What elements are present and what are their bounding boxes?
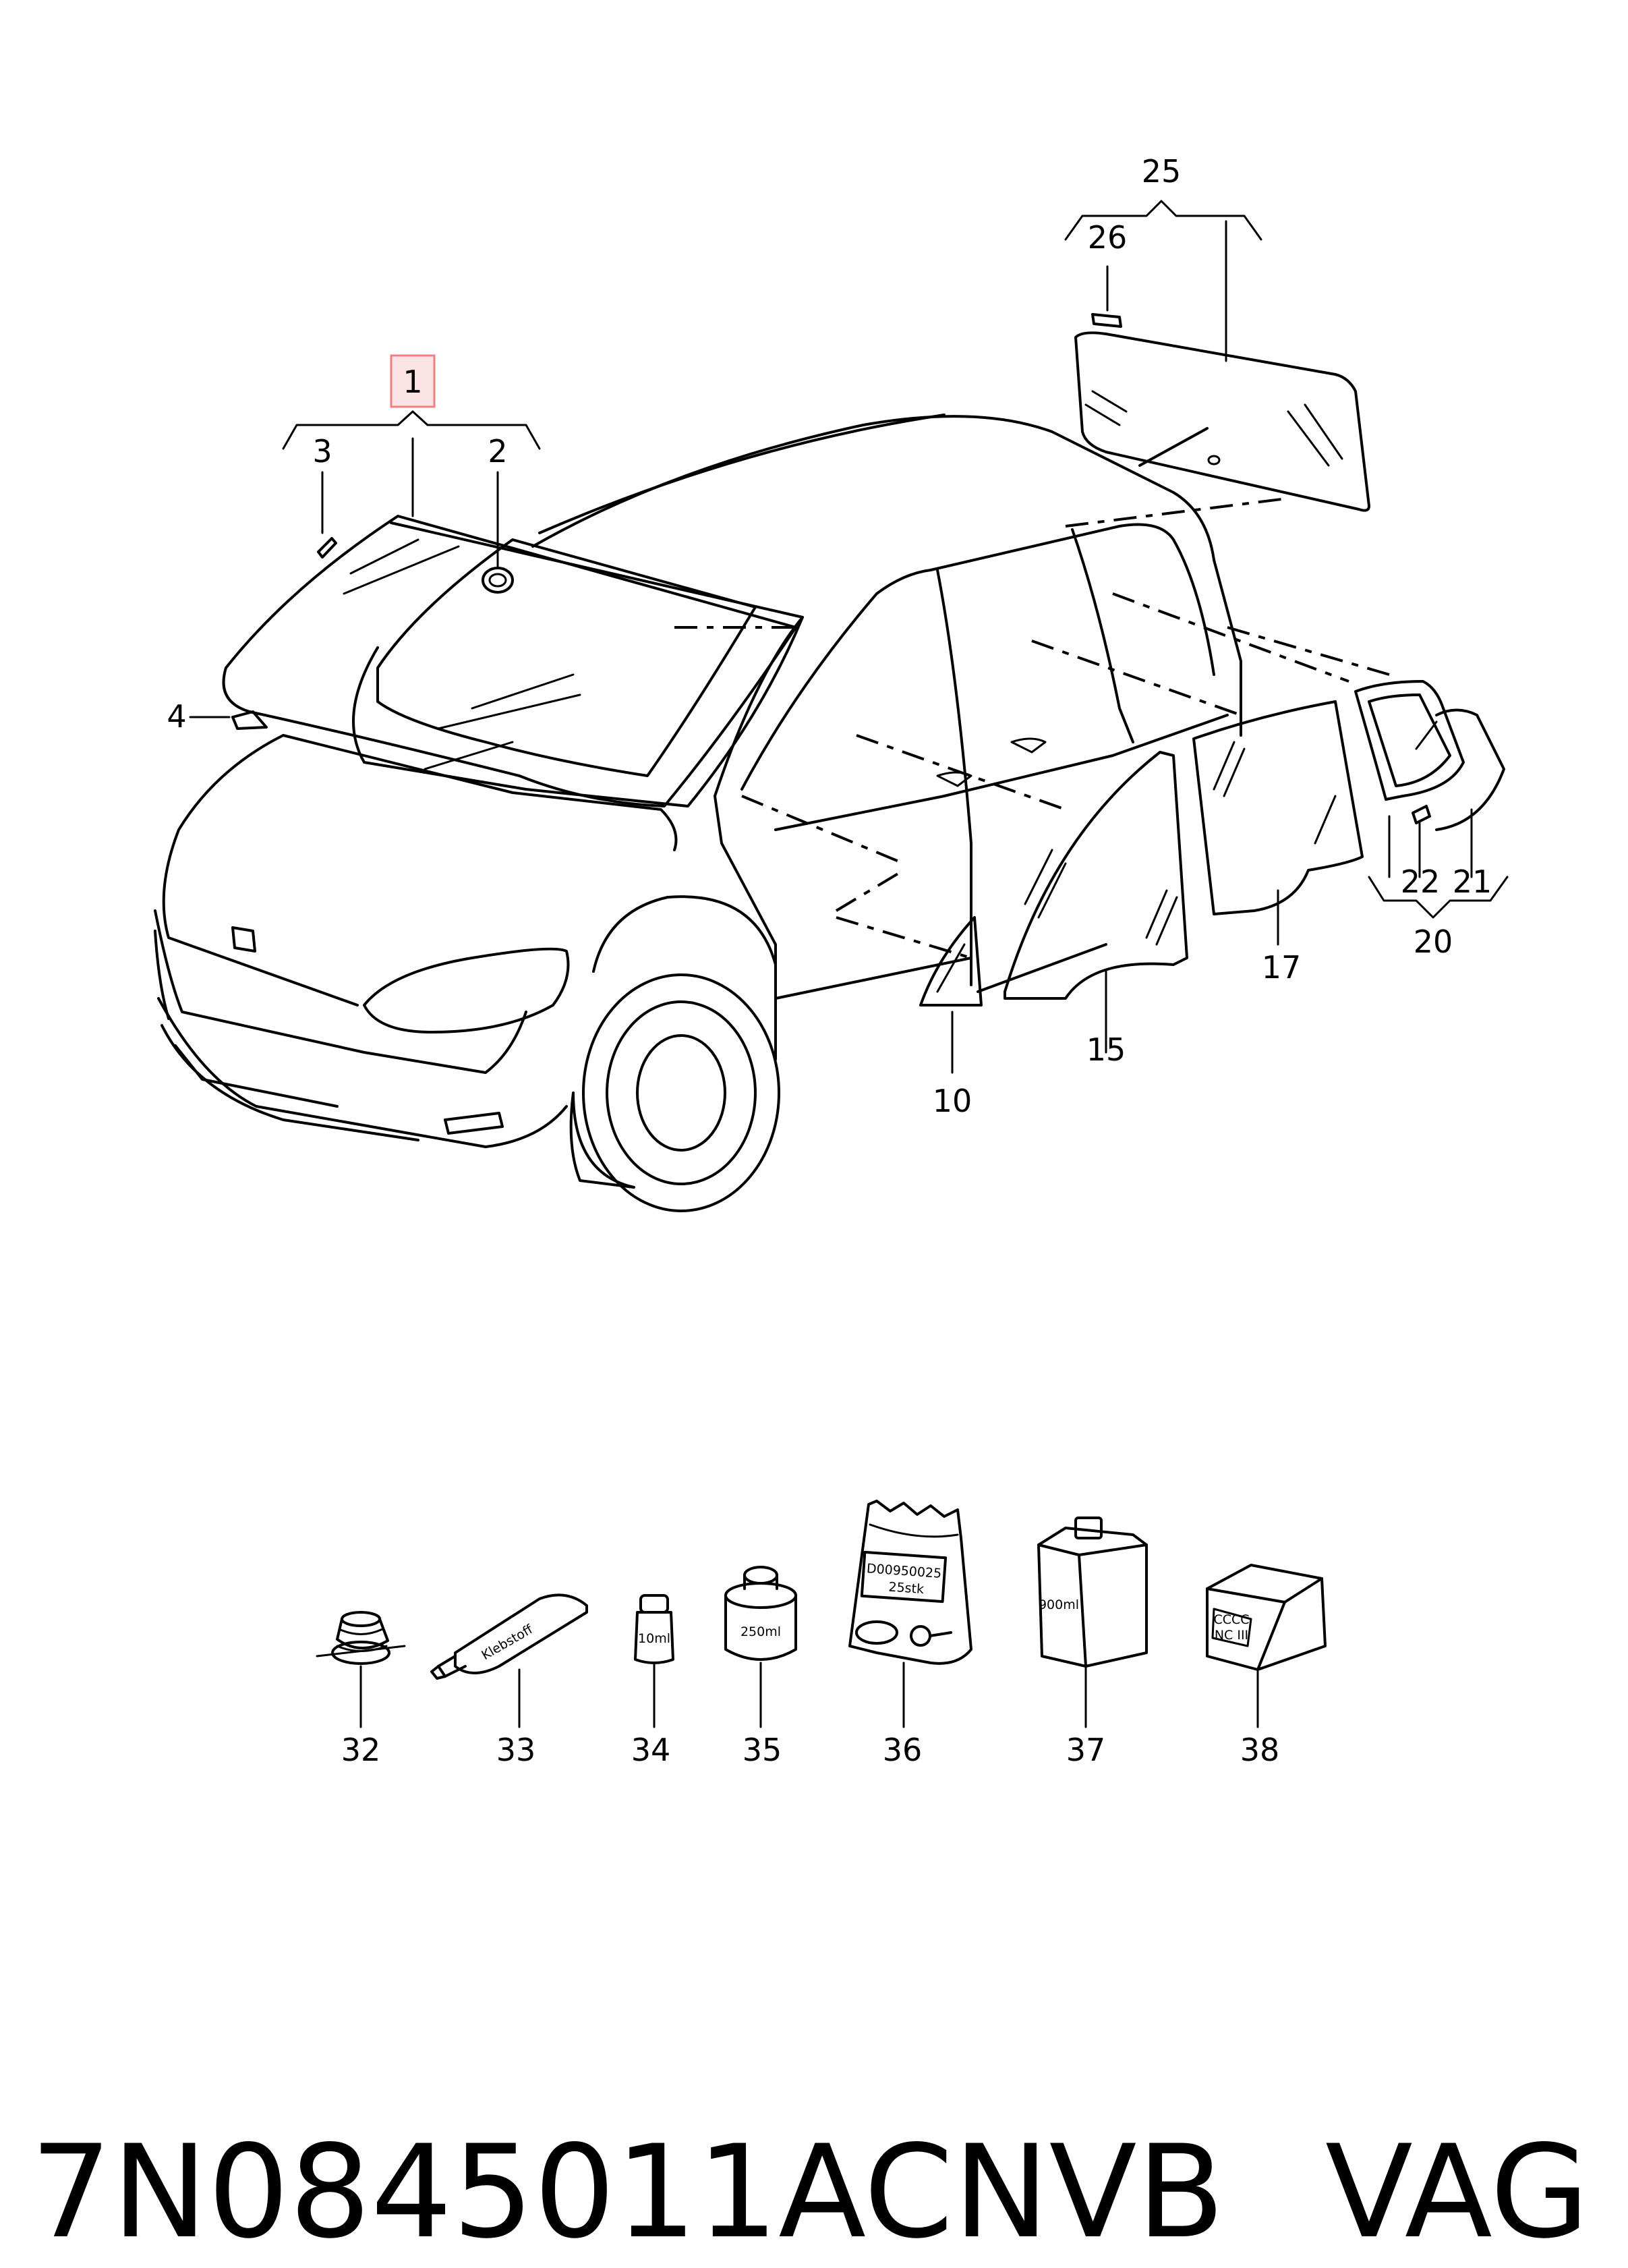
callout-3: 3 [312,433,332,470]
callout-15: 15 [1086,1031,1126,1068]
callout-36: 36 [883,1732,923,1768]
bag-label-line1: D00950025 [866,1561,942,1581]
small-bottle-product: 10ml [634,1594,674,1728]
rear-window-part [1074,313,1370,512]
cleaner-canister-product: 900ml [1037,1516,1148,1728]
box-label-line1: CCCC [1213,1612,1249,1627]
callout-20: 20 [1414,924,1453,960]
assembly-lines [674,498,1390,959]
callout-37: 37 [1066,1732,1106,1768]
callout-2: 2 [488,433,507,470]
part-number: 7N0845011ACNVB [30,2118,1225,2267]
accessory-products: Klebstoff 10ml 250ml D00950025 25stk [316,1500,1327,1768]
callout-4: 4 [167,698,186,735]
callout-21: 21 [1453,863,1492,900]
rear-quarter-glass-part [1354,680,1505,831]
callout-labels: 1 3 2 4 25 26 10 15 17 22 21 20 [167,153,1492,1119]
tube-label: Klebstoff [479,1622,535,1663]
callout-34: 34 [631,1732,671,1768]
repair-kit-box-product: CCCC NC III [1206,1564,1327,1728]
callout-22: 22 [1401,863,1441,900]
callout-26: 26 [1088,219,1128,256]
callout-1: 1 [403,364,422,400]
rear-door-window-part [1192,700,1364,915]
front-quarter-glass-part [919,916,983,1007]
rain-sensor-part [482,567,514,594]
car-illustration [154,414,1242,1212]
callout-33: 33 [496,1732,536,1768]
callout-35: 35 [743,1732,782,1768]
rear-pad-part [1091,313,1122,328]
can-label: 250ml [740,1624,781,1639]
canister-label: 900ml [1039,1597,1079,1612]
clip-part [231,710,268,730]
bag-label-line2: 25stk [888,1580,925,1597]
callout-17: 17 [1262,949,1302,986]
highlight-box [390,354,436,408]
box-label-line2: NC III [1215,1628,1248,1643]
parts-bag-product: D00950025 25stk [848,1500,972,1728]
callout-25: 25 [1142,153,1182,190]
primer-can-product: 250ml [724,1566,797,1728]
callout-38: 38 [1240,1732,1280,1768]
brand-name: VAG [1325,2118,1590,2267]
windshield-part [222,515,797,807]
callout-32: 32 [341,1732,381,1768]
adhesive-tube-product: Klebstoff [430,1593,588,1728]
callout-10: 10 [933,1083,972,1119]
leader-lines [189,200,1509,1074]
pad-part [317,537,337,559]
sealing-cord-product [316,1611,406,1728]
front-door-window-part [1004,751,1188,1000]
small-bottle-label: 10ml [638,1631,670,1646]
